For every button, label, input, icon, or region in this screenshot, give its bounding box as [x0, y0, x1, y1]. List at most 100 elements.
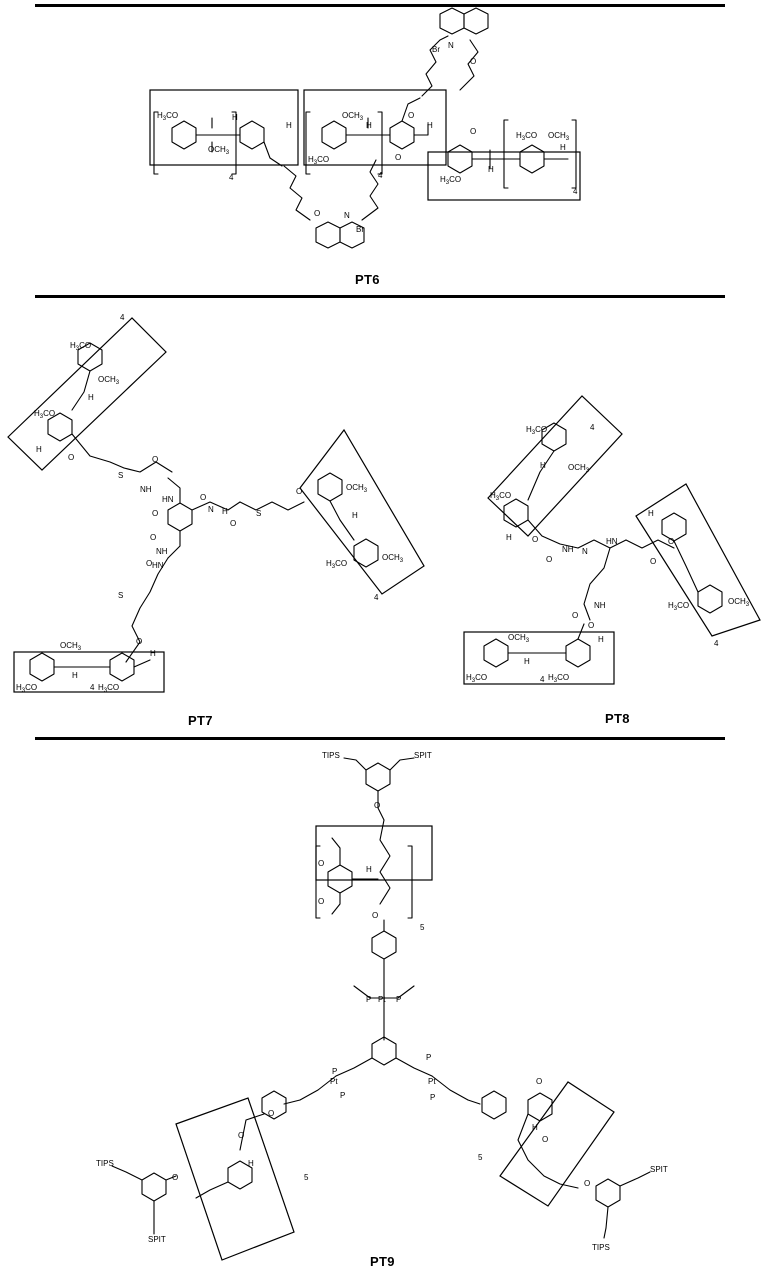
svg-text:H3CO: H3CO	[70, 341, 91, 352]
svg-text:OCH3: OCH3	[98, 375, 120, 386]
divider-rule-2	[35, 737, 725, 740]
svg-text:H: H	[427, 121, 433, 130]
svg-text:P: P	[426, 1053, 431, 1062]
svg-text:4: 4	[378, 171, 383, 180]
svg-text:SPIT: SPIT	[414, 751, 432, 760]
svg-text:H: H	[248, 1159, 254, 1168]
svg-text:O: O	[542, 1135, 548, 1144]
svg-text:P: P	[340, 1091, 345, 1100]
svg-text:NH: NH	[562, 545, 574, 554]
divider-rule-1	[35, 295, 725, 298]
svg-text:H3CO: H3CO	[668, 601, 689, 612]
svg-text:P: P	[366, 995, 371, 1004]
svg-text:S: S	[118, 471, 123, 480]
svg-text:4: 4	[590, 423, 595, 432]
svg-text:4: 4	[229, 173, 234, 182]
svg-text:H: H	[532, 1123, 538, 1132]
svg-text:H3CO: H3CO	[308, 155, 329, 166]
svg-text:Pt: Pt	[330, 1077, 338, 1086]
svg-text:OCH3: OCH3	[728, 597, 750, 608]
svg-text:O: O	[588, 621, 594, 630]
svg-text:H: H	[286, 121, 292, 130]
svg-text:5: 5	[478, 1153, 483, 1162]
svg-text:5: 5	[304, 1173, 309, 1182]
svg-text:H: H	[598, 635, 604, 644]
svg-text:P: P	[396, 995, 401, 1004]
svg-text:O: O	[408, 111, 414, 120]
svg-text:Br: Br	[356, 225, 364, 234]
svg-text:O: O	[374, 801, 380, 810]
svg-text:H: H	[506, 533, 512, 542]
svg-text:N: N	[208, 505, 214, 514]
svg-text:O: O	[146, 559, 152, 568]
svg-text:O: O	[650, 557, 656, 566]
svg-text:OCH3: OCH3	[346, 483, 368, 494]
svg-text:O: O	[572, 611, 578, 620]
svg-text:O: O	[318, 897, 324, 906]
svg-text:H3CO: H3CO	[98, 683, 119, 694]
svg-text:NH: NH	[156, 547, 168, 556]
svg-text:SPIT: SPIT	[650, 1165, 668, 1174]
svg-text:TIPS: TIPS	[96, 1159, 114, 1168]
svg-text:O: O	[314, 209, 320, 218]
svg-text:4: 4	[120, 313, 125, 322]
pt6-structure: H3CO OCH3 H H 4 OCH3 H3CO H 4 O H O N Br…	[149, 7, 581, 249]
svg-text:O: O	[152, 455, 158, 464]
svg-text:H: H	[366, 121, 372, 130]
svg-text:O: O	[150, 533, 156, 542]
svg-text:O: O	[296, 487, 302, 496]
svg-text:OCH3: OCH3	[342, 111, 364, 122]
svg-text:OCH3: OCH3	[548, 131, 570, 142]
svg-text:N: N	[582, 547, 588, 556]
svg-text:5: 5	[420, 923, 425, 932]
svg-text:O: O	[268, 1109, 274, 1118]
svg-text:SPIT: SPIT	[148, 1235, 166, 1244]
svg-text:H: H	[222, 507, 228, 516]
svg-text:H3CO: H3CO	[466, 673, 487, 684]
svg-text:O: O	[470, 127, 476, 136]
svg-text:P: P	[332, 1067, 337, 1076]
svg-text:NH: NH	[594, 601, 606, 610]
svg-text:H: H	[232, 113, 238, 122]
svg-text:O: O	[230, 519, 236, 528]
pt8-label: PT8	[605, 711, 630, 726]
svg-text:4: 4	[90, 683, 95, 692]
svg-text:H3CO: H3CO	[34, 409, 55, 420]
svg-text:OCH3: OCH3	[208, 145, 230, 156]
svg-text:O: O	[172, 1173, 178, 1182]
svg-text:H3CO: H3CO	[548, 673, 569, 684]
svg-text:O: O	[152, 509, 158, 518]
svg-text:O: O	[238, 1131, 244, 1140]
svg-text:Br: Br	[432, 45, 440, 54]
svg-text:4: 4	[374, 593, 379, 602]
svg-text:OCH3: OCH3	[382, 553, 404, 564]
svg-text:O: O	[200, 493, 206, 502]
svg-text:N: N	[448, 41, 454, 50]
svg-text:H: H	[648, 509, 654, 518]
svg-text:NH: NH	[140, 485, 152, 494]
svg-text:TIPS: TIPS	[322, 751, 340, 760]
svg-text:H: H	[366, 865, 372, 874]
svg-text:H3CO: H3CO	[490, 491, 511, 502]
svg-text:4: 4	[714, 639, 719, 648]
svg-text:TIPS: TIPS	[592, 1243, 610, 1252]
svg-text:H: H	[488, 165, 494, 174]
svg-text:4: 4	[573, 187, 578, 196]
svg-text:OCH3: OCH3	[568, 463, 590, 474]
svg-text:H: H	[560, 143, 566, 152]
svg-text:Pt: Pt	[428, 1077, 436, 1086]
svg-text:H: H	[524, 657, 530, 666]
svg-text:N: N	[344, 211, 350, 220]
svg-text:H: H	[540, 461, 546, 470]
svg-text:O: O	[136, 637, 142, 646]
svg-text:H: H	[88, 393, 94, 402]
pt9-label: PT9	[370, 1254, 395, 1269]
svg-text:O: O	[536, 1077, 542, 1086]
svg-text:O: O	[470, 57, 476, 66]
svg-text:Pt: Pt	[378, 995, 386, 1004]
svg-text:HN: HN	[162, 495, 174, 504]
svg-text:H: H	[352, 511, 358, 520]
